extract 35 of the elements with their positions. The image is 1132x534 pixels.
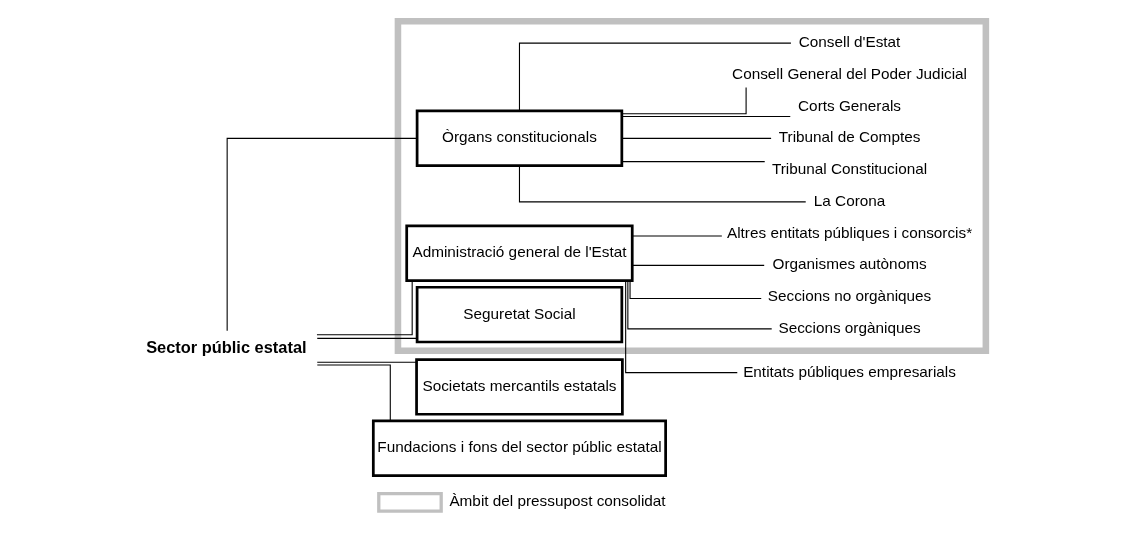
cluster <box>394 17 990 355</box>
connector <box>632 235 723 237</box>
legend-label: Àmbit del pressupost consolidat <box>449 492 666 510</box>
node-text: Corts Generals <box>798 96 902 114</box>
node-box: Òrgans constitucionals <box>415 109 624 168</box>
connector <box>625 280 738 374</box>
node-text: Consell General del Poder Judicial <box>732 64 968 82</box>
node-box: Fundacions i fons del sector públic estatal <box>371 419 667 477</box>
connector <box>518 165 807 203</box>
node-text: Seccions orgàniques <box>778 318 921 336</box>
connector <box>316 361 417 363</box>
node-box: Seguretat Social <box>415 285 624 344</box>
connector <box>316 364 391 422</box>
node-text: Entitats públiques empresarials <box>743 362 956 380</box>
connector <box>627 280 773 330</box>
connector <box>632 264 765 266</box>
connector <box>518 42 792 112</box>
node-text: Seccions no orgàniques <box>767 287 932 305</box>
connector <box>629 280 762 300</box>
node-text: Tribunal de Comptes <box>778 128 921 146</box>
node-text: Consell d'Estat <box>798 33 901 51</box>
connector <box>316 337 418 339</box>
node-text: Tribunal Constitucional <box>771 160 928 178</box>
connector <box>226 137 418 332</box>
connector <box>621 161 766 163</box>
node-box: Administració general de l'Estat <box>405 224 634 283</box>
connector <box>621 137 772 139</box>
node-text: Sector públic estatal <box>146 338 307 357</box>
node-box: Societats mercantils estatals <box>415 358 624 416</box>
node-text: La Corona <box>813 191 886 209</box>
node-text: Altres entitats públiques i consorcis* <box>727 223 973 241</box>
connector <box>621 87 747 115</box>
node-text: Organismes autònoms <box>772 255 927 273</box>
connector <box>621 115 791 117</box>
connector <box>316 280 413 336</box>
